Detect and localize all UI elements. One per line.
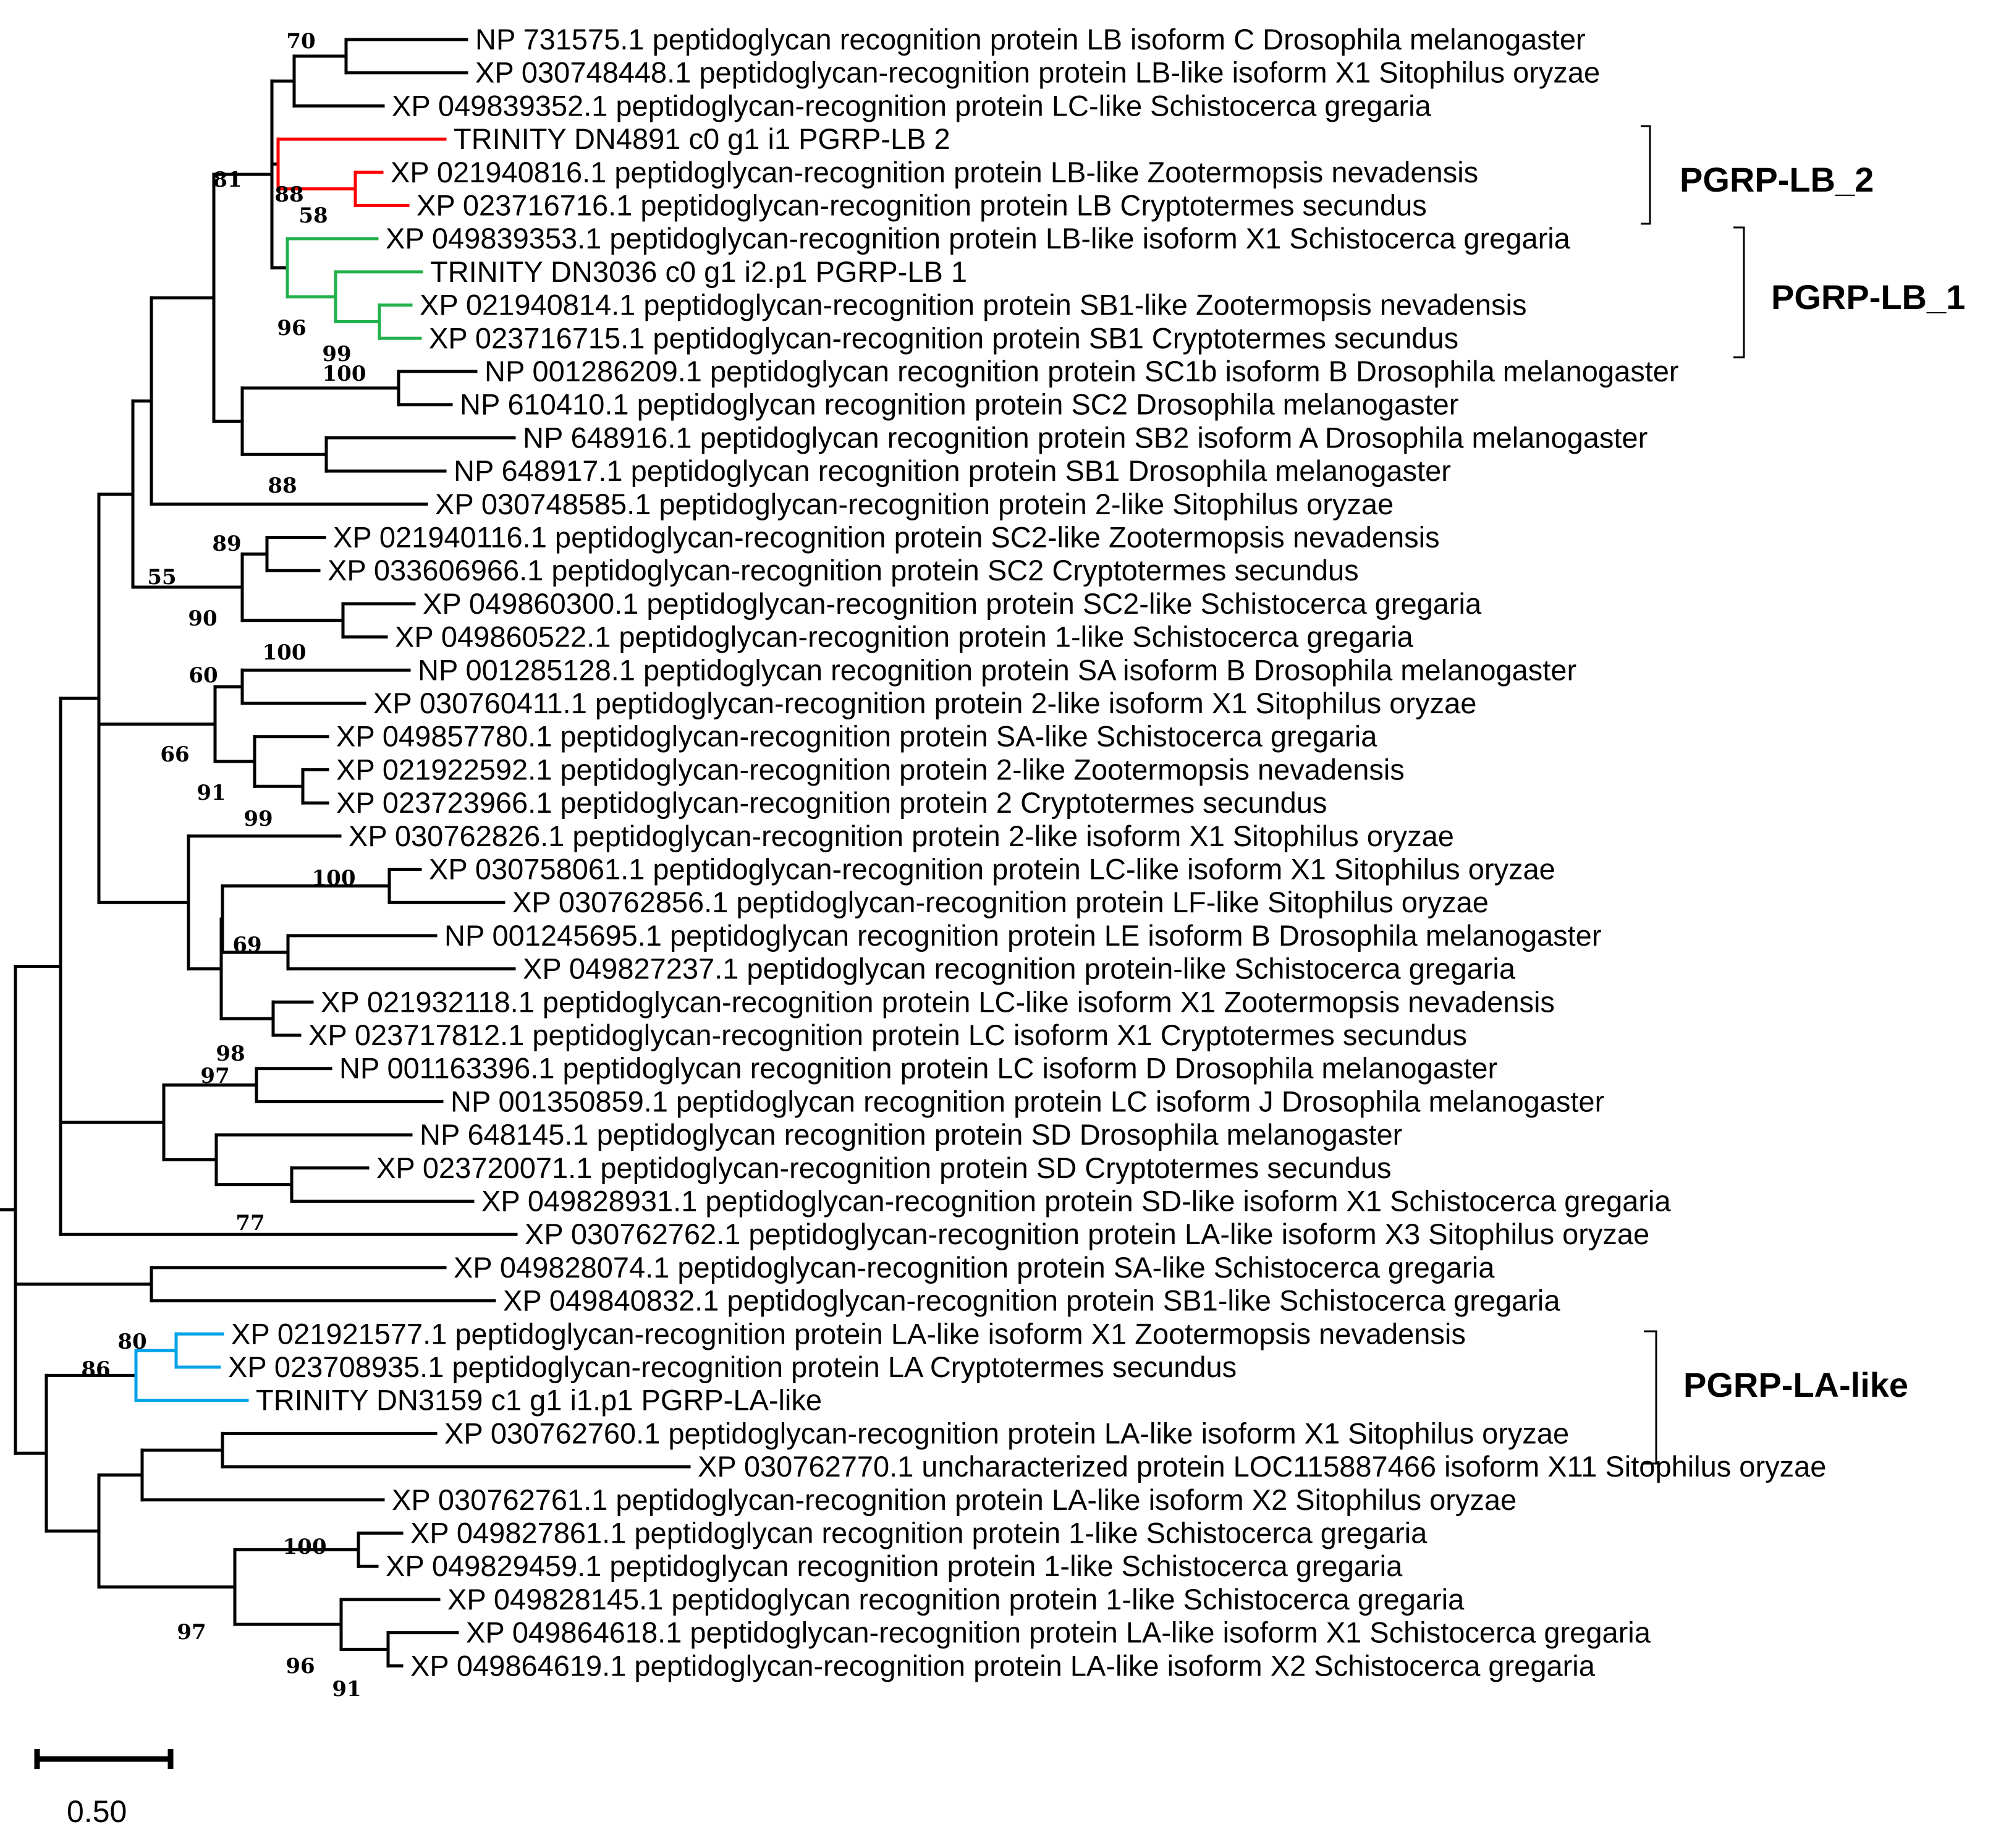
bootstrap-value: 100 [263,640,307,665]
leaf-label: NP 648917.1 peptidoglycan recognition pr… [454,454,1451,487]
bootstrap-value: 88 [268,473,297,498]
leaf-label: XP 033606966.1 peptidoglycan-recognition… [328,554,1359,587]
clade-pgrp-la-like: PGRP-LA-like [1644,1330,1908,1465]
clade-label-pgrp-lb-2: PGRP-LB_2 [1680,160,1874,199]
leaf-label: XP 030762761.1 peptidoglycan-recognition… [392,1483,1517,1516]
leaf-label: NP 001163396.1 peptidoglycan recognition… [339,1052,1497,1085]
leaf-label: XP 023723966.1 peptidoglycan-recognition… [336,786,1327,819]
leaf-label: XP 023717812.1 peptidoglycan-recognition… [308,1019,1467,1051]
clade-bracket-pgrp-la-like [1644,1330,1657,1465]
leaf-label: TRINITY DN3159 c1 g1 i1.p1 PGRP-LA-like [256,1384,822,1417]
leaf-label: XP 049839353.1 peptidoglycan-recognition… [386,222,1571,255]
bootstrap-value: 91 [332,1677,361,1702]
clade-pgrp-lb-1: PGRP-LB_1 [1733,226,1965,358]
leaf-label: XP 049864618.1 peptidoglycan-recognition… [466,1616,1651,1649]
leaf-label: NP 648145.1 peptidoglycan recognition pr… [420,1118,1402,1151]
leaf-label: NP 001350859.1 peptidoglycan recognition… [451,1085,1604,1117]
leaf-label: XP 049860522.1 peptidoglycan-recognition… [395,621,1414,653]
bootstrap-value: 97 [200,1064,229,1088]
leaf-label: XP 049860300.1 peptidoglycan-recognition… [423,587,1482,620]
bootstrap-value: 70 [286,29,315,54]
leaf-label: XP 030748585.1 peptidoglycan-recognition… [435,488,1394,520]
leaf-label: NP 001286209.1 peptidoglycan recognition… [484,355,1679,388]
leaf-label: XP 049827237.1 peptidoglycan recognition… [523,952,1516,985]
leaf-label: XP 030762826.1 peptidoglycan-recognition… [349,820,1454,852]
leaf-label: XP 030758061.1 peptidoglycan-recognition… [429,853,1555,886]
bootstrap-value: 81 [213,167,242,192]
bootstrap-value: 100 [283,1535,327,1559]
leaf-label: NP 648916.1 peptidoglycan recognition pr… [523,421,1648,454]
bootstrap-value: 60 [188,663,218,688]
leaf-label: XP 049828931.1 peptidoglycan-recognition… [481,1185,1671,1218]
leaf-label: NP 001285128.1 peptidoglycan recognition… [418,653,1576,686]
leaf-label: XP 023720071.1 peptidoglycan-recognition… [376,1151,1392,1184]
clade-bracket-pgrp-lb-1 [1733,226,1745,358]
scale-bar: 0.50 [34,1749,174,1829]
scale-bar-line [34,1749,174,1769]
leaf-label: XP 023716716.1 peptidoglycan-recognition… [417,189,1427,222]
leaf-label: XP 049839352.1 peptidoglycan-recognition… [392,89,1432,122]
scale-bar-label: 0.50 [67,1794,127,1829]
clade-bracket-pgrp-lb-2 [1641,125,1651,225]
bootstrap-value: 90 [188,606,217,631]
leaf-label: NP 610410.1 peptidoglycan recognition pr… [460,388,1458,421]
leaf-label: XP 023716715.1 peptidoglycan-recognition… [429,321,1458,354]
leaf-label: XP 021940816.1 peptidoglycan-recognition… [391,156,1478,189]
leaf-label: NP 731575.1 peptidoglycan recognition pr… [475,23,1586,56]
bootstrap-value: 58 [298,203,328,228]
leaf-label: XP 030762856.1 peptidoglycan-recognition… [512,886,1489,918]
bootstrap-value: 100 [312,866,356,891]
leaf-label: XP 049827861.1 peptidoglycan recognition… [410,1517,1428,1549]
bootstrap-value: 80 [117,1329,146,1354]
bootstrap-value: 55 [147,565,176,590]
clade-pgrp-lb-2: PGRP-LB_2 [1641,125,1874,225]
bootstrap-value: 99 [243,807,273,831]
leaf-label: XP 049829459.1 peptidoglycan recognition… [386,1549,1403,1582]
bootstrap-value: 99 [322,342,351,367]
leaf-label: XP 030762770.1 uncharacterized protein L… [698,1450,1826,1483]
clade-label-pgrp-la-like: PGRP-LA-like [1683,1365,1908,1404]
leaf-label: TRINITY DN3036 c0 g1 i2.p1 PGRP-LB 1 [430,255,967,288]
leaf-label: XP 021922592.1 peptidoglycan-recognition… [336,753,1405,786]
bootstrap-value: 89 [212,532,241,556]
leaf-label: XP 049840832.1 peptidoglycan-recognition… [503,1284,1560,1317]
clade-label-pgrp-lb-1: PGRP-LB_1 [1771,278,1965,316]
leaf-label: XP 030748448.1 peptidoglycan-recognition… [475,56,1600,89]
leaf-label: XP 030762760.1 peptidoglycan-recognition… [444,1417,1569,1449]
leaf-label: XP 030760411.1 peptidoglycan-recognition… [373,687,1476,719]
leaf-label: XP 021932118.1 peptidoglycan-recognition… [321,985,1555,1018]
bootstrap-value: 97 [177,1620,206,1645]
bootstrap-value: 69 [232,933,261,957]
bootstrap-value: 96 [286,1654,315,1679]
leaf-label: XP 023708935.1 peptidoglycan-recognition… [228,1350,1237,1383]
leaf-label: XP 030762762.1 peptidoglycan-recognition… [525,1218,1649,1250]
leaf-label: TRINITY DN4891 c0 g1 i1 PGRP-LB 2 [454,122,950,155]
bootstrap-value: 91 [197,781,226,805]
bootstrap-value: 96 [277,316,306,341]
leaf-label: NP 001245695.1 peptidoglycan recognition… [444,919,1601,952]
leaf-label: XP 049828145.1 peptidoglycan recognition… [447,1583,1465,1616]
leaf-label: XP 021921577.1 peptidoglycan-recognition… [231,1317,1466,1350]
bootstrap-value: 66 [160,742,189,767]
bootstrap-value: 77 [235,1211,264,1236]
leaf-label: XP 021940814.1 peptidoglycan-recognition… [420,289,1527,321]
leaf-label: XP 021940116.1 peptidoglycan-recognition… [333,521,1440,554]
bootstrap-value: 100 [323,362,366,386]
bootstrap-value: 86 [81,1357,110,1382]
leaf-label: XP 049828074.1 peptidoglycan-recognition… [454,1251,1495,1284]
leaf-label: XP 049857780.1 peptidoglycan-recognition… [336,720,1377,753]
bootstrap-value: 98 [216,1041,245,1066]
leaf-label: XP 049864619.1 peptidoglycan-recognition… [410,1649,1596,1682]
bootstrap-value: 88 [274,182,303,207]
